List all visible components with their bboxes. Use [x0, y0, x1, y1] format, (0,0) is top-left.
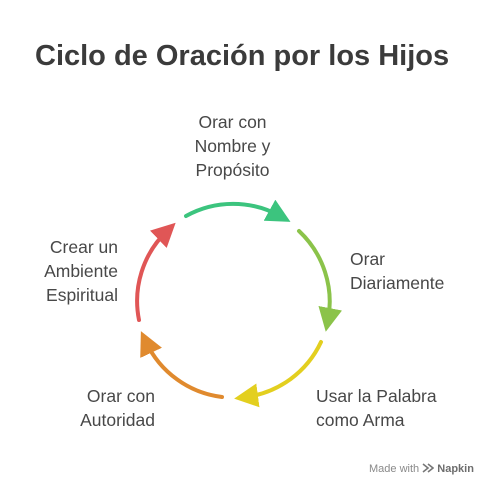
cycle-arrow-1 [184, 199, 291, 222]
cycle-arrow-5 [135, 222, 176, 322]
step-label-5: Crear un Ambiente Espiritual [44, 237, 118, 305]
cycle-arrow-3 [234, 340, 323, 408]
step-label-1: Orar con Nombre y Propósito [194, 112, 271, 180]
cycle-arrow-4 [140, 331, 224, 399]
step-label-3: Usar la Palabra como Arma [316, 386, 437, 430]
diagram-title: Ciclo de Oración por los Hijos [35, 40, 450, 72]
step-label-2: Orar Diariamente [350, 249, 445, 293]
watermark: Made with Napkin [369, 463, 474, 475]
step-label-4: Orar con Autoridad [80, 386, 155, 430]
napkin-logo-icon [422, 463, 435, 473]
cycle-arrow-2 [297, 229, 343, 332]
